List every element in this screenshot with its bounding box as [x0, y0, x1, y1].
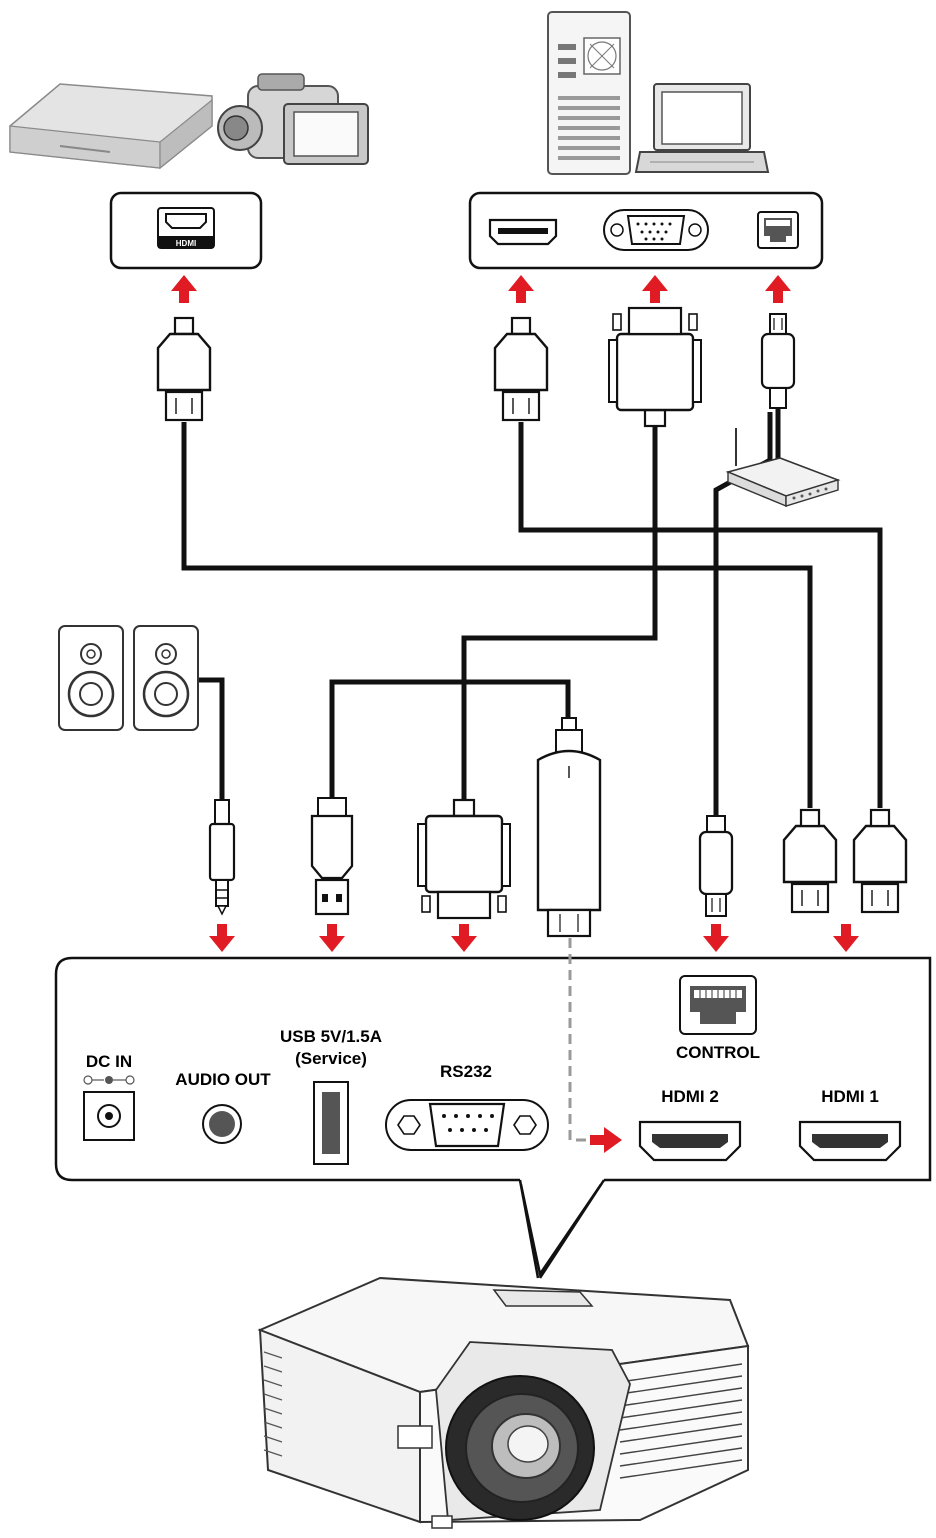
- speaker-icon: [133, 625, 199, 731]
- camcorder-icon: [217, 73, 369, 165]
- projector-icon: [257, 1276, 750, 1529]
- speaker-icon: [58, 625, 124, 731]
- label-usb-line1: USB 5V/1.5A: [279, 1027, 383, 1046]
- arrow-right-dongle: [590, 1127, 622, 1153]
- cable-hdmi-computer: [518, 422, 883, 808]
- hdmi1-port: [798, 1120, 902, 1162]
- cable-hdmi-source: [181, 422, 813, 808]
- arrow-down-control: [703, 924, 729, 952]
- dc-in-port: [83, 1075, 135, 1141]
- wireless-dongle: [536, 717, 602, 938]
- arrow-down-audio: [209, 924, 235, 952]
- rj45-plug-computer: [760, 313, 796, 409]
- hdmi-plug-hdmi1: [852, 808, 908, 914]
- hdmi-plug-hdmi2: [782, 808, 838, 914]
- cable-audio: [198, 677, 225, 800]
- label-dc-in: DC IN: [85, 1052, 133, 1071]
- label-hdmi1: HDMI 1: [821, 1087, 879, 1106]
- router-icon: [725, 428, 841, 508]
- arrow-up-source-hdmi: [171, 275, 197, 303]
- cable-usb-dongle: [329, 679, 571, 800]
- arrow-up-computer-hdmi: [508, 275, 534, 303]
- audio-out-port: [202, 1104, 242, 1144]
- label-rs232: RS232: [440, 1062, 492, 1081]
- rj45-plug-control: [698, 814, 734, 918]
- arrow-down-hdmi: [833, 924, 859, 952]
- hdmi-plug-computer: [493, 316, 549, 422]
- cable-vga-computer: [461, 426, 658, 800]
- computer-lan-port-icon: [757, 211, 799, 249]
- audio-jack-plug: [208, 799, 236, 916]
- usb-port: [313, 1081, 349, 1165]
- arrow-down-rs232: [451, 924, 477, 952]
- computer-hdmi-port-icon: [488, 218, 558, 246]
- arrow-up-computer-lan: [765, 275, 791, 303]
- hdmi-port-icon: [157, 207, 215, 249]
- desktop-tower-icon: [547, 11, 631, 175]
- label-control: CONTROL: [675, 1043, 761, 1062]
- hdmi-plug-source: [156, 316, 212, 422]
- computer-vga-port-icon: [603, 209, 709, 251]
- label-audio-out: AUDIO OUT: [175, 1070, 271, 1089]
- laptop-icon: [634, 83, 770, 173]
- usb-plug: [310, 797, 354, 916]
- dongle-dashed-line: [568, 938, 590, 1142]
- cables: [181, 412, 883, 816]
- arrow-up-computer-vga: [642, 275, 668, 303]
- dvd-player-icon: [9, 83, 213, 170]
- label-hdmi2: HDMI 2: [661, 1087, 719, 1106]
- vga-plug-rs232: [416, 798, 512, 920]
- arrow-down-usb: [319, 924, 345, 952]
- control-port: [679, 975, 757, 1035]
- hdmi2-port: [638, 1120, 742, 1162]
- dc-polarity-icon: [83, 1075, 135, 1085]
- rs232-port: [385, 1099, 549, 1151]
- source-hdmi-badge: HDMI: [176, 239, 196, 248]
- vga-plug-computer: [607, 306, 703, 428]
- label-usb-line2: (Service): [295, 1049, 367, 1068]
